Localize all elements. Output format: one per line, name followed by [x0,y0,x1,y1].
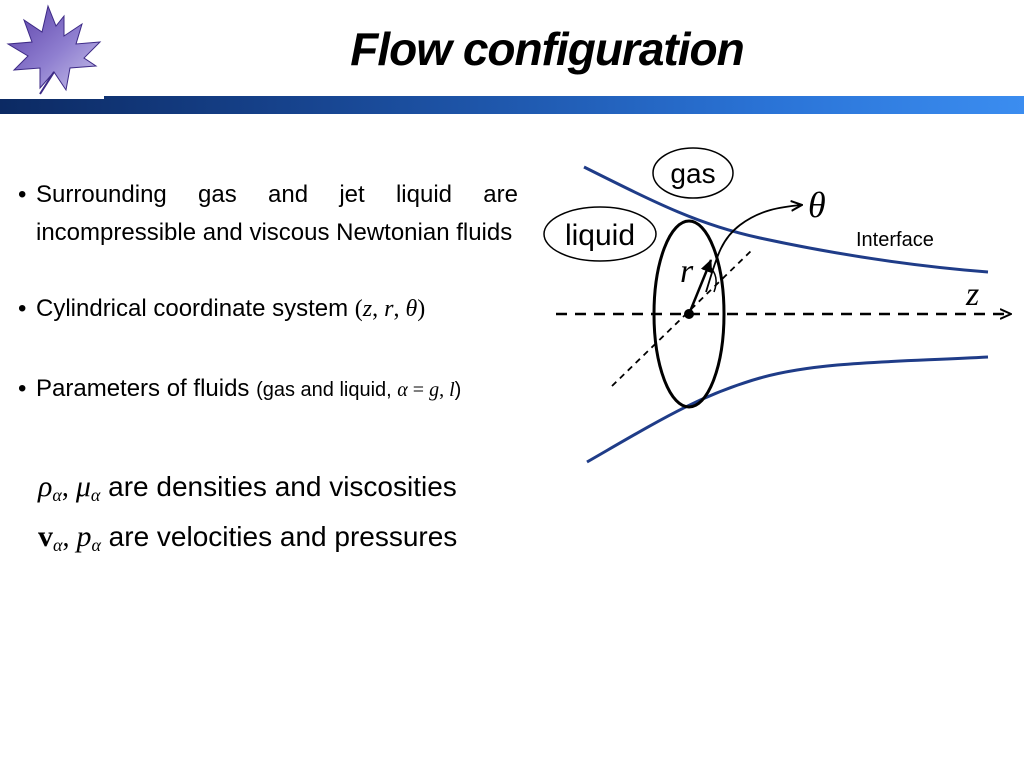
rho-subscript: α [52,485,62,505]
parameters-eq: = [407,379,430,401]
bullet-fluids: Surrounding gas and jet liquid are incom… [18,176,518,252]
parameters-g: g [429,379,440,401]
coord-sep1: , [372,296,385,322]
param-line-velocities: vα, pα are velocities and pressures [38,516,457,566]
theta-arrow [705,205,801,293]
coord-r: r [384,296,394,322]
header-bar [0,96,1024,114]
pressure-subscript: α [91,535,101,555]
coord-open-paren: ( [354,296,363,322]
coord-z: z [362,296,373,322]
parameters-note-close: ) [454,379,462,401]
parameters-sep: , [439,379,450,401]
z-label: z [965,276,979,313]
bullet-parameters-text: Parameters of fluids [36,375,257,402]
theta-label: θ [808,185,826,225]
origin-dot [684,309,694,319]
bullet-coordinates: Cylindrical coordinate system (z, r, θ) [18,290,518,328]
parameters-alpha: α [397,379,408,401]
parameter-definitions: ρα, μα are densities and viscosities vα,… [38,466,457,566]
header-bar-gap [0,96,104,99]
bullet-parameters: Parameters of fluids (gas and liquid, α … [18,370,518,409]
velocity-subscript: α [53,535,63,555]
rho-symbol: ρ [38,470,53,503]
page-title: Flow configuration [350,23,744,75]
interface-lower-curve [586,355,989,464]
velocities-text: are velocities and pressures [100,521,458,552]
r-label: r [680,253,694,290]
bullet-fluids-text: Surrounding gas and jet liquid are incom… [36,181,518,246]
coord-sep2: , [393,296,406,322]
angle-arc [708,265,717,293]
liquid-label-ellipse [543,206,657,262]
interface-upper-curve [583,165,989,274]
coord-theta: θ [405,296,418,322]
parameters-note-open: (gas and liquid, [256,379,398,401]
r-vector-arrow [687,259,713,315]
interface-label: Interface [856,229,934,251]
param-sep1: , [61,472,76,503]
maple-leaf-logo [6,4,102,95]
param-line-densities: ρα, μα are densities and viscosities [38,466,457,516]
flow-diagram: gas liquid θ r z Interface [543,147,1024,464]
pressure-symbol: p [76,520,92,553]
densities-text: are densities and viscosities [100,471,457,502]
liquid-label: liquid [565,219,635,252]
param-sep2: , [62,522,77,553]
parameters-l: l [449,379,455,401]
mu-symbol: μ [75,470,91,503]
gas-label: gas [670,158,715,189]
velocity-symbol: v [38,520,53,553]
mu-subscript: α [90,485,101,505]
cross-section-ellipse [652,219,726,409]
bullet-list: Surrounding gas and jet liquid are incom… [18,176,518,409]
coord-close-paren: ) [417,296,426,322]
gas-label-ellipse [652,147,734,199]
bullet-coordinates-text: Cylindrical coordinate system [36,295,355,322]
